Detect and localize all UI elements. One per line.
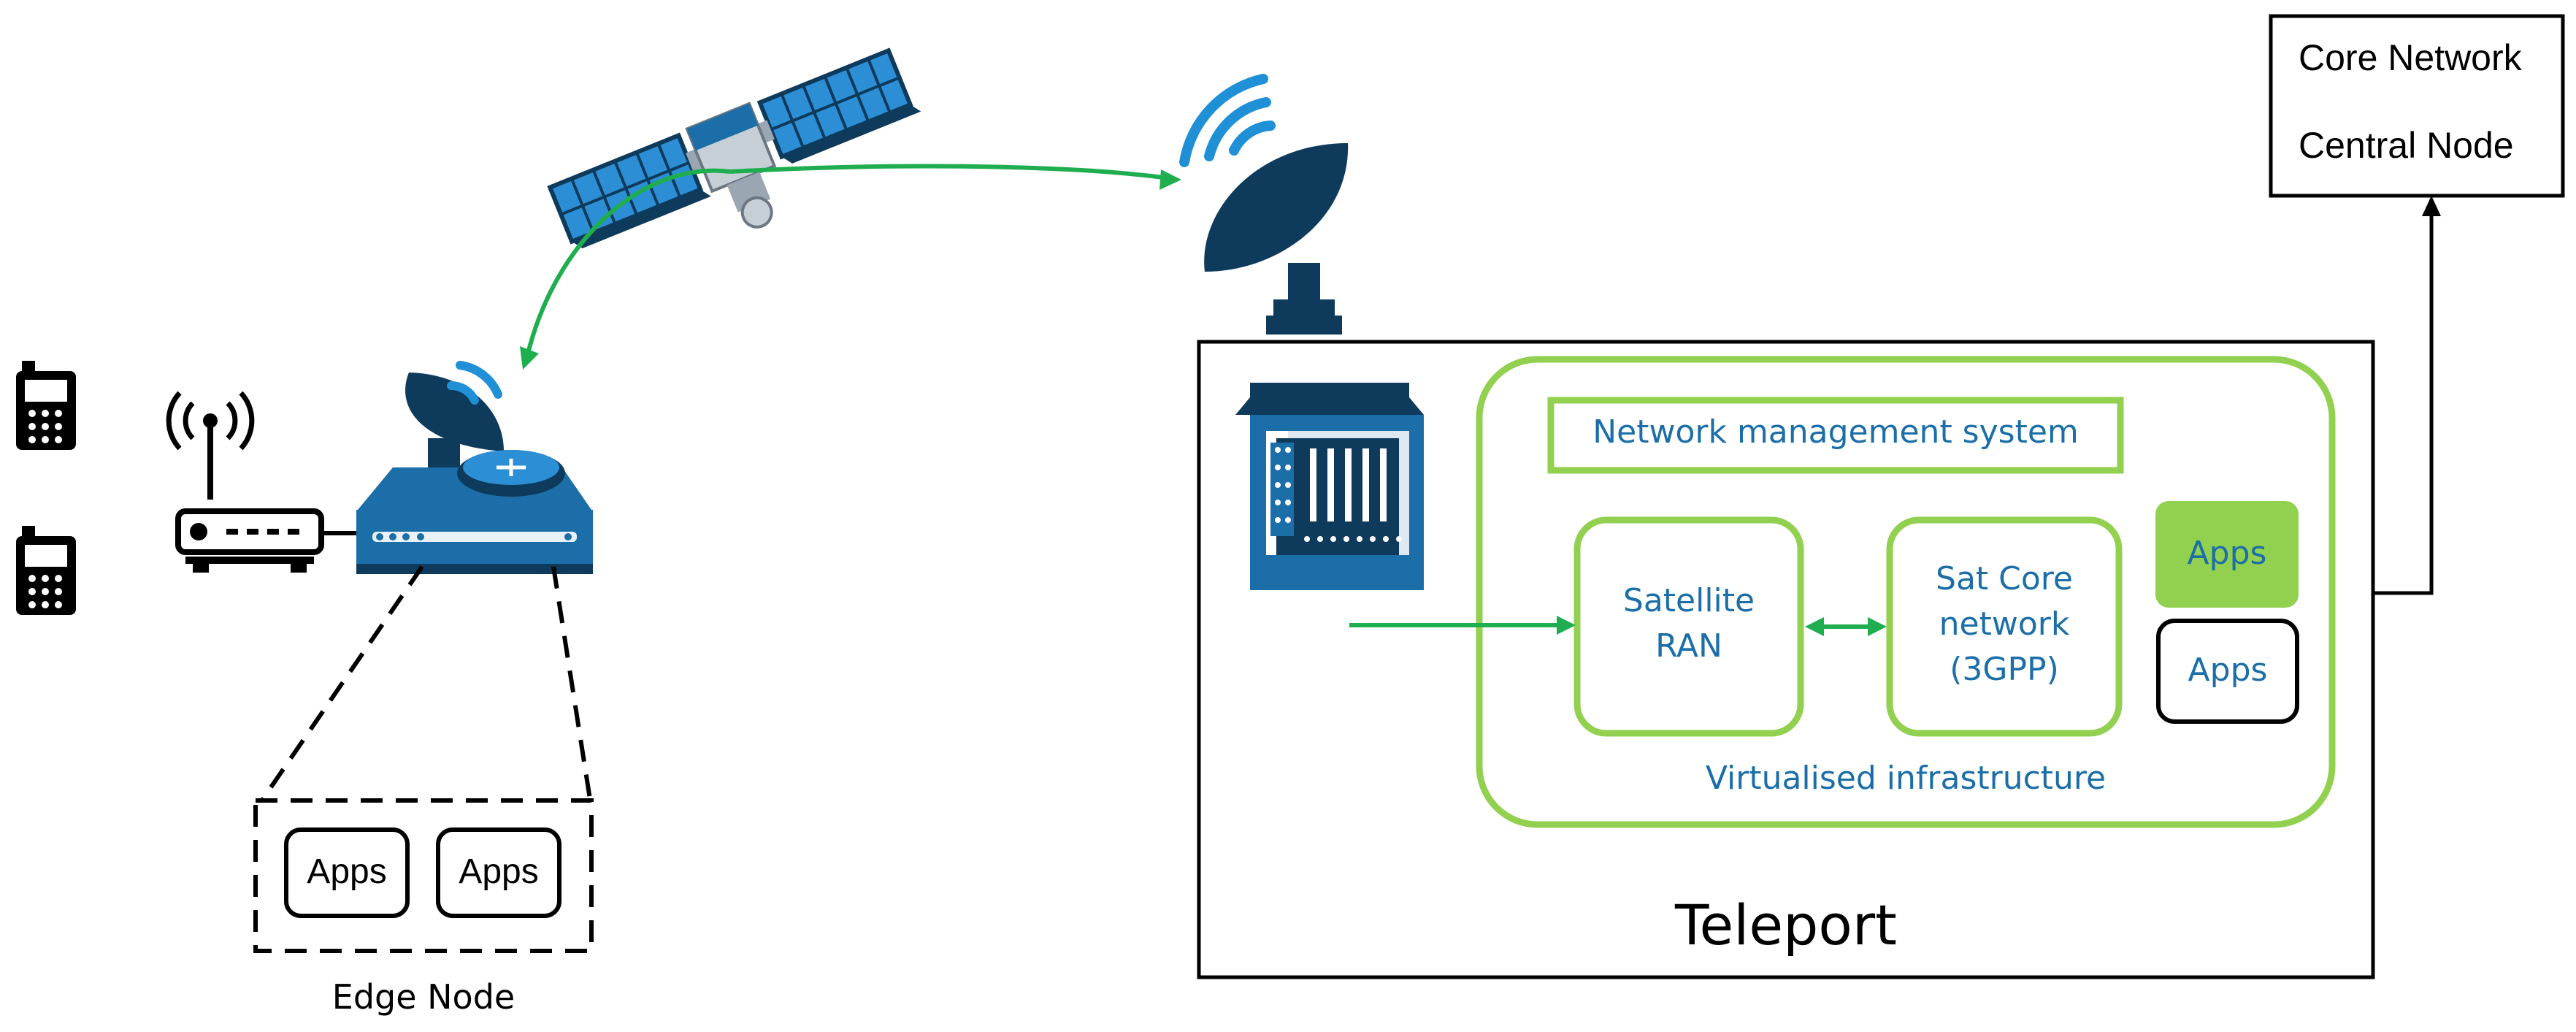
edge-apps-box-2 <box>436 827 561 918</box>
edge-zoom-line-right <box>551 566 592 800</box>
edge-apps-label-2: Apps <box>459 852 539 891</box>
link-arrow-edge <box>520 346 539 370</box>
virtualised-infrastructure-label: Virtualised infrastructure <box>1705 760 2107 797</box>
satellite-ran-box <box>1573 516 1804 737</box>
dish-antenna-icon <box>1179 74 1349 335</box>
satellite-icon <box>547 47 921 248</box>
ran-core-arrow-left <box>1805 617 1824 636</box>
modem-router-icon <box>356 450 593 574</box>
core-arrow-up <box>2422 196 2441 216</box>
apps-outline-box <box>2156 619 2299 724</box>
apps-outline-label: Apps <box>2188 651 2268 689</box>
sat-core-line1: Sat Core <box>1936 560 2073 597</box>
edge-apps-box-1 <box>284 827 410 918</box>
wifi-router-icon <box>166 391 356 573</box>
server-rack-icon <box>1235 383 1424 590</box>
sat-core-line2: network <box>1939 605 2070 643</box>
apps-filled-label: Apps <box>2187 535 2267 572</box>
edge-apps-label-1: Apps <box>307 852 387 891</box>
core-network-label: Core Network <box>2299 37 2522 78</box>
satellite-ran-label: Satellite RAN <box>1577 578 1801 669</box>
core-network-box <box>2269 14 2565 198</box>
edge-zoom-line-left <box>261 565 424 800</box>
sat-core-label: Sat Core network (3GPP) <box>1890 557 2119 692</box>
satellite-ran-line1: Satellite <box>1622 582 1755 619</box>
edge-node-box <box>253 798 594 953</box>
central-node-label: Central Node <box>2299 125 2514 166</box>
satellite-link-curve <box>525 168 731 357</box>
edge-dish-icon <box>405 361 504 467</box>
link-arrow-teleport <box>1159 169 1181 190</box>
edge-node-label: Edge Node <box>331 977 515 1017</box>
satellite-link-curve-right <box>729 164 1169 180</box>
sat-core-box <box>1886 516 2123 737</box>
mobile-phone-icon <box>16 526 76 615</box>
ran-core-arrow-right <box>1868 617 1887 636</box>
satellite-ran-line2: RAN <box>1655 627 1722 665</box>
sat-core-line3: (3GPP) <box>1950 651 2059 688</box>
nms-label: Network management system <box>1592 413 2079 451</box>
apps-filled-box <box>2155 501 2299 608</box>
teleport-label: Teleport <box>1675 893 1897 958</box>
mobile-phone-icon <box>16 361 76 450</box>
nms-box <box>1547 397 2124 474</box>
ran-arrow-head <box>1557 616 1576 635</box>
